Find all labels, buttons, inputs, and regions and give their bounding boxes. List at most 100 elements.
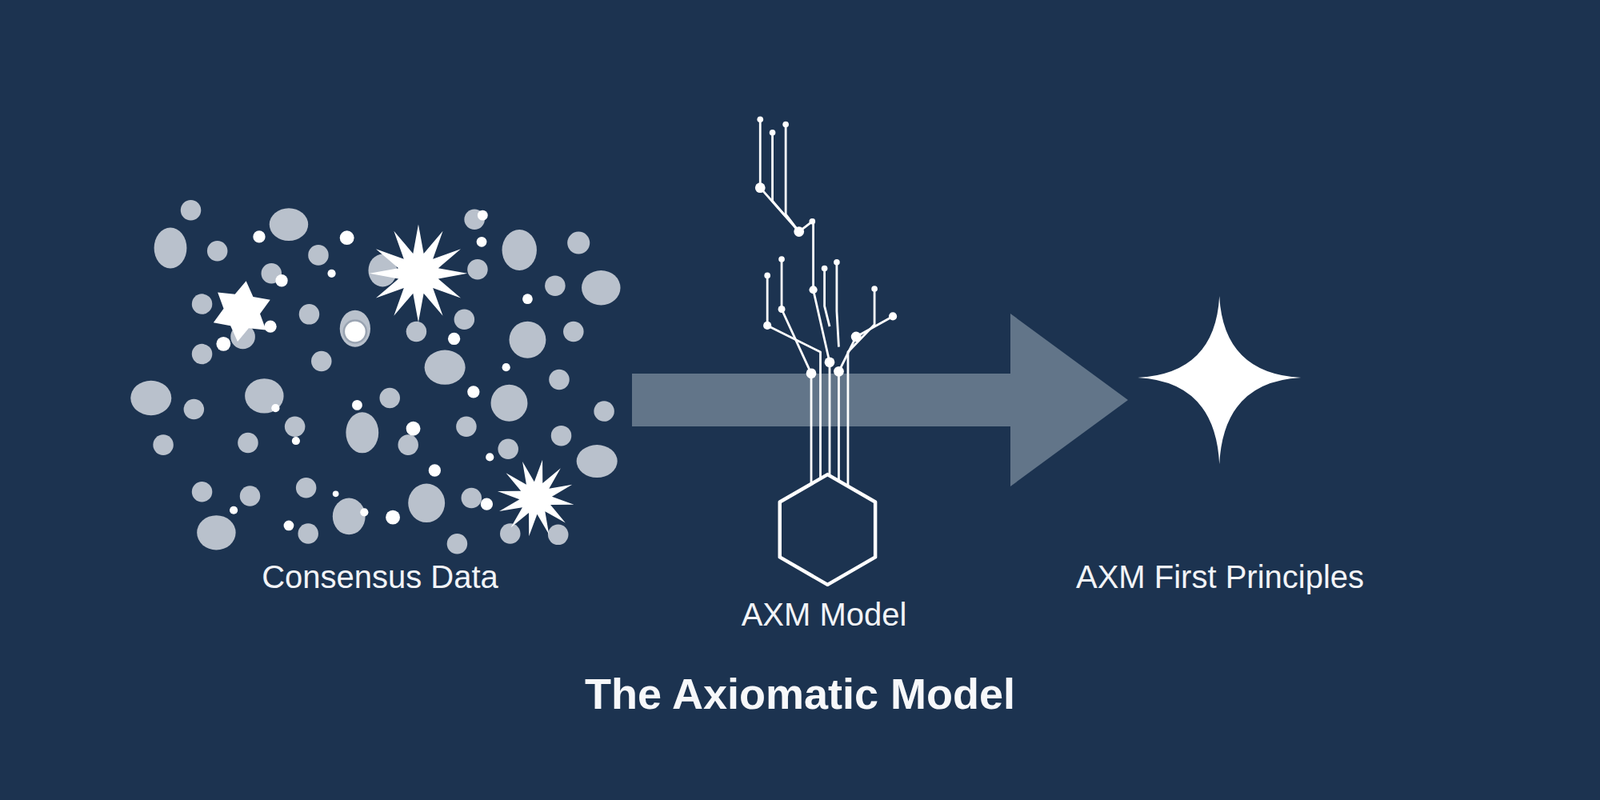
circuit-trace xyxy=(813,221,830,476)
circuit-dot xyxy=(764,272,771,280)
circuit-dot xyxy=(778,256,785,263)
data-dot xyxy=(502,363,511,372)
flow-arrow xyxy=(632,313,1128,487)
data-blob xyxy=(230,324,256,350)
data-dot xyxy=(467,385,480,398)
starburst xyxy=(211,277,272,346)
data-blob xyxy=(576,444,618,478)
circuit-nodes xyxy=(755,116,897,379)
starburst xyxy=(490,452,580,543)
data-blob xyxy=(500,523,521,544)
data-blob xyxy=(379,388,400,409)
principle-star-group xyxy=(1137,296,1301,464)
data-blob xyxy=(269,208,308,241)
data-cloud xyxy=(130,200,620,555)
diagram-title: The Axiomatic Model xyxy=(0,668,1600,720)
data-blob xyxy=(196,515,236,550)
principle-star xyxy=(1137,296,1301,464)
data-blob xyxy=(299,304,320,325)
data-blob xyxy=(464,208,485,230)
model-node: AXM Model xyxy=(744,112,904,636)
circuit-dot xyxy=(871,285,878,292)
data-dot xyxy=(352,400,363,411)
data-blobs xyxy=(130,200,620,555)
circuit-dot xyxy=(808,285,817,294)
circuit-dot xyxy=(888,312,897,320)
circuit-traces xyxy=(760,119,893,486)
data-dot xyxy=(340,230,355,245)
data-blob xyxy=(424,349,466,384)
circuit-dot xyxy=(806,368,817,379)
circuit-trace xyxy=(785,124,800,232)
circuit-trace xyxy=(772,132,787,217)
data-blob xyxy=(311,351,332,372)
data-dot xyxy=(264,320,276,333)
node-label: AXM First Principles xyxy=(952,557,1488,596)
data-blob xyxy=(581,270,620,305)
model-circuit xyxy=(755,116,897,584)
data-dot xyxy=(385,510,400,525)
data-sparks xyxy=(211,210,581,544)
data-blob xyxy=(456,416,477,437)
data-blob xyxy=(368,254,397,288)
data-blob xyxy=(244,378,284,413)
circuit-dot xyxy=(833,259,840,266)
data-blob xyxy=(152,434,174,456)
data-blob xyxy=(284,416,306,437)
data-blob xyxy=(340,310,371,348)
data-blob xyxy=(345,412,379,453)
circuit-dot xyxy=(782,121,789,128)
data-blob xyxy=(332,497,366,535)
node-label: AXM Model xyxy=(568,595,1080,634)
data-blob xyxy=(567,232,590,255)
data-blob xyxy=(397,434,419,456)
data-dot xyxy=(252,230,265,243)
data-blob xyxy=(154,227,188,268)
data-dot xyxy=(216,336,231,352)
data-blob xyxy=(454,308,476,330)
data-blob xyxy=(192,293,213,315)
data-dot xyxy=(284,520,295,532)
data-dot xyxy=(428,464,441,476)
data-dot xyxy=(292,436,300,445)
model-hexagon xyxy=(780,474,876,585)
data-blob xyxy=(548,369,570,391)
circuit-trace xyxy=(848,288,875,486)
data-dot xyxy=(406,421,421,436)
data-blob xyxy=(130,380,172,416)
data-blob xyxy=(461,488,483,509)
data-blob xyxy=(180,200,202,221)
data-blob xyxy=(192,481,213,503)
circuit-dot xyxy=(778,305,786,313)
data-blob xyxy=(508,321,546,359)
circuit-dot xyxy=(833,366,844,377)
data-dot xyxy=(477,210,488,221)
circuit-dot xyxy=(824,356,836,368)
data-blob xyxy=(491,384,528,422)
circuit-dot xyxy=(821,265,828,272)
data-dot xyxy=(476,236,488,248)
data-blob xyxy=(308,244,329,266)
data-blob xyxy=(184,399,205,420)
data-blob xyxy=(548,524,569,546)
data-dot xyxy=(485,452,494,461)
circuit-dot xyxy=(769,129,776,136)
data-dot xyxy=(480,497,493,510)
starburst xyxy=(369,224,468,323)
data-blob xyxy=(497,438,519,460)
data-dot xyxy=(229,506,238,515)
circuit-dot xyxy=(755,182,766,193)
data-dot xyxy=(522,293,533,304)
data-blob xyxy=(237,432,259,454)
circuit-trace xyxy=(760,119,812,232)
data-blob xyxy=(563,321,584,343)
data-blob xyxy=(467,259,488,280)
circuit-dot xyxy=(808,218,816,225)
circuit-trace xyxy=(824,268,830,327)
data-blob xyxy=(261,263,283,284)
data-blob xyxy=(408,484,445,523)
data-blob xyxy=(406,321,428,343)
data-dot xyxy=(327,269,336,278)
circuit-trace xyxy=(767,275,820,479)
